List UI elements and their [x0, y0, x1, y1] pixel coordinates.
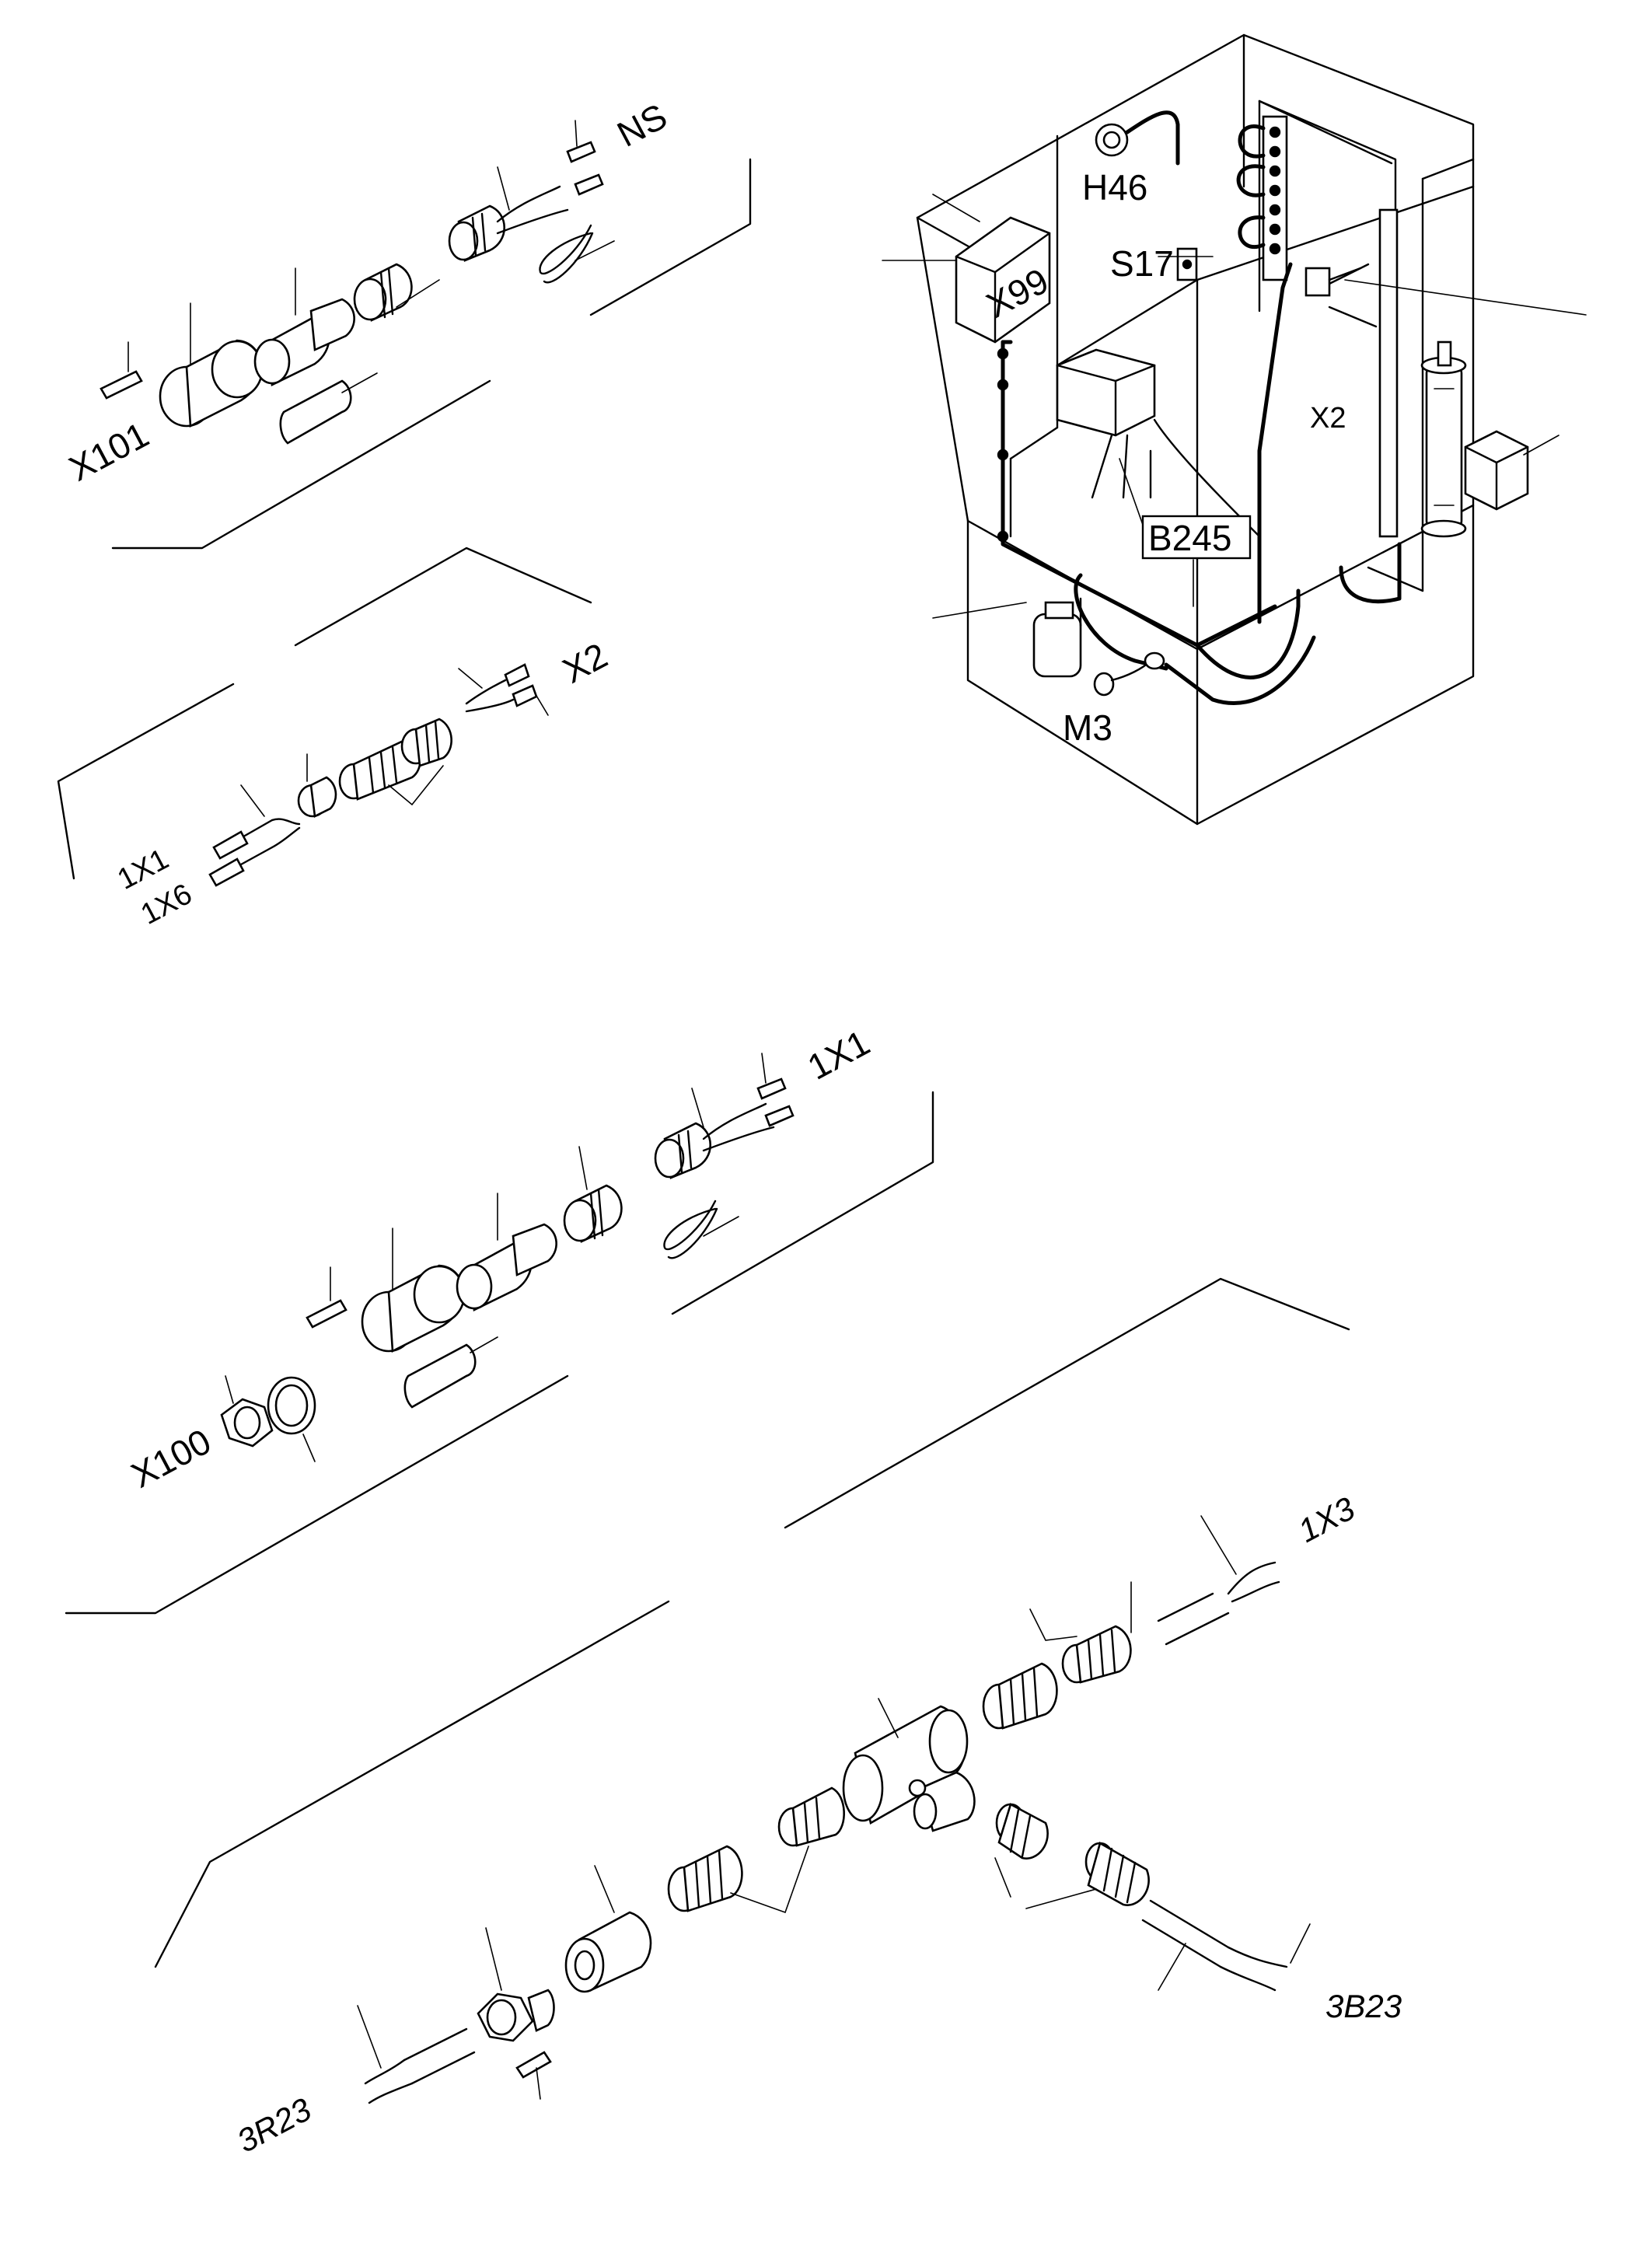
- label-3b23: 3B23: [1325, 1988, 1402, 2024]
- label-3r23: 3R23: [231, 2090, 317, 2160]
- t-branch-left-gland: [667, 1786, 845, 1914]
- x2-bellows-gland: [338, 718, 452, 806]
- label-s17: S17: [1110, 243, 1174, 284]
- s17-switch: [1176, 247, 1198, 281]
- x100-cable-tie: [663, 1200, 739, 1259]
- right-junction-box: [1464, 430, 1529, 511]
- cable-harness: [997, 262, 1402, 705]
- label-x101: X101: [62, 414, 155, 488]
- x101-gland-body: [159, 302, 264, 428]
- x100-cable-end: [654, 1088, 775, 1179]
- label-b245: B245: [1148, 518, 1231, 558]
- 1x3-cable: 1X3: [1157, 1489, 1360, 1646]
- t-branch-lower-gland: [994, 1803, 1150, 1909]
- group-t-connector-assembly: 1X3 3B23: [154, 1277, 1402, 2160]
- group-x2-cable-connector: 1X1 1X6 X2: [57, 547, 613, 931]
- x100-gland-nut: [456, 1193, 557, 1311]
- group-x100-cable-gland: 1X1 X100: [65, 1021, 934, 1615]
- group-x101-cable-gland: X101 NS: [62, 96, 752, 550]
- 1x1-wire-terminals: [756, 1053, 795, 1127]
- terminal-strip-panel: [1258, 100, 1475, 592]
- cabinet-assembly: H46 S17 X99 X2 B245 M3: [882, 33, 1587, 826]
- x101-seal-insert: [353, 263, 440, 322]
- t-connector-body: [842, 1698, 976, 1832]
- label-x2-cabinet: X2: [1310, 402, 1346, 435]
- 3r23-gland-nut: [477, 1927, 555, 2042]
- terminal-block: [1236, 115, 1288, 281]
- x101-cable-end: [448, 166, 569, 262]
- x100-conduit-sleeve: [403, 1336, 498, 1409]
- x101-conduit-sleeve: [279, 372, 378, 445]
- x2-wire-terminals: [458, 663, 549, 716]
- 1x6-contact-pin: [208, 846, 274, 887]
- label-1x3: 1X3: [1292, 1489, 1360, 1549]
- t-branch-left-coupler: [564, 1865, 652, 1993]
- cabinet-leaders: [882, 194, 1587, 619]
- 3b23-cable: 3B23: [1141, 1899, 1402, 2024]
- x2-seal-ring: [297, 753, 337, 818]
- 3r23-cable: 3R23: [231, 2005, 476, 2160]
- top-right-component: [1304, 267, 1378, 328]
- central-control-box: [1056, 348, 1156, 437]
- label-x2-group: X2: [556, 635, 613, 691]
- label-x100: X100: [124, 1420, 217, 1495]
- x101-gland-nut: [253, 267, 355, 386]
- x100-seal-insert: [563, 1146, 623, 1243]
- label-m3: M3: [1063, 707, 1112, 748]
- label-h46: H46: [1082, 167, 1147, 208]
- t-branch-upper-gland: [982, 1581, 1132, 1730]
- cabinet-outline: [916, 33, 1475, 826]
- x100-gland-body: [361, 1228, 466, 1353]
- x100-washer: [267, 1376, 316, 1462]
- x99-junction-box: [955, 216, 1051, 344]
- h46-indicator-lamp: [1095, 110, 1180, 166]
- b245-label-box: [1141, 515, 1252, 560]
- x101-cable-tie: [539, 224, 615, 284]
- 1x1-contact-pin: [212, 819, 274, 860]
- label-ns: NS: [610, 96, 673, 155]
- 3r23-contact-pin: [515, 2051, 552, 2100]
- m3-pump-motor: [1032, 597, 1165, 697]
- x101-contact-pin: [100, 341, 143, 400]
- x100-contact-pin: [306, 1266, 348, 1329]
- ns-wire-terminals: [566, 120, 604, 196]
- label-1x1-group3: 1X1: [801, 1021, 876, 1087]
- x100-lock-nut: [220, 1375, 274, 1448]
- filter-tube: [1420, 340, 1467, 538]
